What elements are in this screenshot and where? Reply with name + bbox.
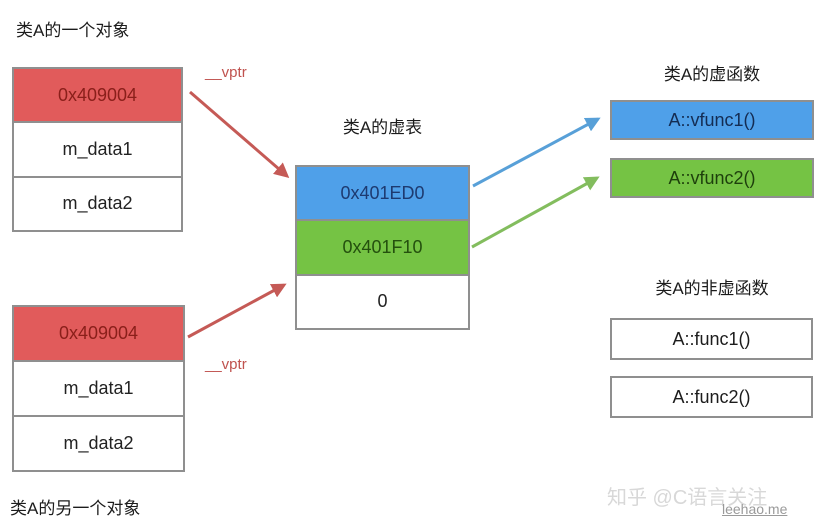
vtable-entry3-cell: 0 xyxy=(297,273,468,328)
vtable-arrow-vfunc1 xyxy=(472,117,601,188)
func2-box: A::func2() xyxy=(610,376,813,418)
vfunc1-box: A::vfunc1() xyxy=(610,100,814,140)
vfunc2-box: A::vfunc2() xyxy=(610,158,814,198)
object2-box: 0x409004 m_data1 m_data2 xyxy=(12,305,185,472)
func1-box: A::func1() xyxy=(610,318,813,360)
vtable-entry2-cell: 0x401F10 xyxy=(297,219,468,274)
virtual-functions-title: 类A的虚函数 xyxy=(663,65,761,84)
vptr-arrow-object2 xyxy=(187,283,287,339)
object1-mdata1-cell: m_data1 xyxy=(14,121,181,176)
vtable-box: 0x401ED0 0x401F10 0 xyxy=(295,165,470,330)
vtable-arrow-vfunc2 xyxy=(471,176,600,249)
vtable-entry1-cell: 0x401ED0 xyxy=(297,167,468,220)
nonvirtual-functions-title: 类A的非虚函数 xyxy=(655,279,769,298)
object2-title: 类A的另一个对象 xyxy=(10,499,141,518)
object1-box: 0x409004 m_data1 m_data2 xyxy=(12,67,183,232)
object1-title: 类A的一个对象 xyxy=(16,21,130,40)
zhihu-watermark: 知乎 @C语言关注 xyxy=(607,487,768,509)
object2-vptr-cell: 0x409004 xyxy=(14,307,183,360)
site-watermark: leehao.me xyxy=(722,501,788,517)
vptr-arrow-object1 xyxy=(189,90,290,178)
vtable-title: 类A的虚表 xyxy=(342,118,423,137)
vptr-label-top: __vptr xyxy=(205,64,247,81)
object2-mdata1-cell: m_data1 xyxy=(14,360,183,415)
object2-mdata2-cell: m_data2 xyxy=(14,415,183,470)
object1-mdata2-cell: m_data2 xyxy=(14,175,181,230)
object1-vptr-cell: 0x409004 xyxy=(14,69,181,122)
vptr-label-bottom: __vptr xyxy=(205,356,247,373)
